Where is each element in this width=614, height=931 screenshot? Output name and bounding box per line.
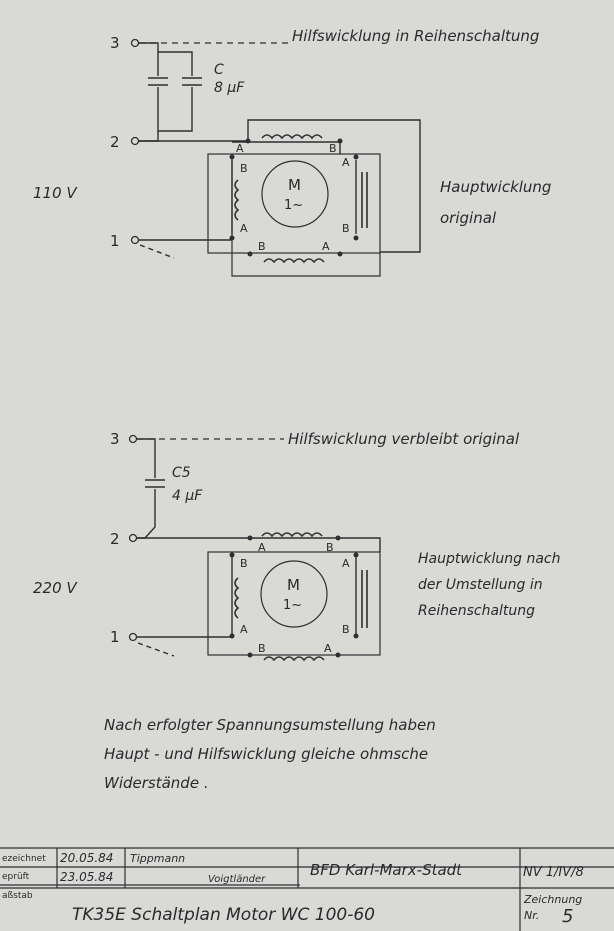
terminal-2-label: 2 [110, 133, 120, 151]
coil-bottom-a: A [324, 642, 332, 655]
motor-circle [260, 560, 328, 628]
note: Nach erfolgter Spannungsumstellung haben… [104, 716, 436, 792]
aux-winding-label: Hilfswicklung verbleibt original [288, 430, 520, 448]
tb-checked-name: Voigtländer [208, 874, 266, 885]
bottom-coil [263, 656, 325, 662]
motor-frame [207, 153, 381, 254]
capacitor-value: 8 µF [214, 80, 245, 96]
coil-top-a: A [258, 541, 266, 554]
capacitor-left [148, 77, 168, 86]
terminal-3-label: 3 [110, 34, 120, 52]
capacitor [145, 479, 165, 488]
terminal-1 [130, 235, 140, 245]
terminal-3 [128, 434, 138, 444]
voltage-label: 110 V [33, 184, 78, 202]
note-line-1: Nach erfolgter Spannungsumstellung haben [104, 716, 436, 734]
coil-left-b: B [240, 162, 248, 175]
coil-bottom-b: B [258, 240, 266, 253]
tb-drawing-label-2: Nr. [524, 909, 539, 922]
coil-right-b: B [342, 222, 350, 235]
tb-scale-label: aßstab [2, 891, 33, 901]
motor-label-m: M [287, 576, 300, 594]
aux-winding-label: Hilfswicklung in Reihenschaltung [292, 27, 539, 45]
main-winding-label-2: der Umstellung in [418, 577, 543, 593]
terminal-3 [130, 38, 140, 48]
title-block: ezeichnet 20.05.84 Tippmann eprüft 23.05… [0, 847, 614, 931]
main-winding-label-1: Hauptwicklung [440, 178, 551, 196]
top-coil [261, 532, 323, 538]
tb-drawing-label-1: Zeichnung [523, 893, 582, 906]
tb-checked-label: eprüft [2, 872, 30, 882]
tb-drawn-date: 20.05.84 [60, 851, 113, 865]
coil-left-a: A [240, 623, 248, 636]
motor-label-phase: 1~ [284, 198, 303, 213]
tb-document-number: NV 1/IV/8 [523, 865, 584, 880]
motor-label-m: M [288, 176, 301, 194]
tb-drawn-label: ezeichnet [2, 854, 46, 864]
top-coil [261, 134, 323, 140]
terminal-1-label: 1 [110, 232, 120, 250]
motor-circle [261, 160, 329, 228]
capacitor-name: C [214, 62, 224, 78]
coil-top-a: A [236, 142, 244, 155]
left-coil [234, 577, 240, 619]
capacitor-name: C5 [172, 465, 191, 481]
coil-right-b: B [342, 623, 350, 636]
terminal-1 [128, 632, 138, 642]
motor-label-phase: 1~ [283, 598, 302, 613]
coil-top-b: B [329, 142, 337, 155]
right-coil [361, 172, 368, 228]
voltage-label: 220 V [33, 579, 78, 597]
coil-bottom-b: B [258, 642, 266, 655]
coil-top-b: B [326, 541, 334, 554]
capacitor-right [182, 77, 202, 86]
coil-left-a: A [240, 222, 248, 235]
main-winding-label-3: Reihenschaltung [418, 603, 535, 619]
terminal-2 [130, 136, 140, 146]
main-winding-label-2: original [440, 209, 497, 227]
coil-bottom-a: A [322, 240, 330, 253]
diagram-110v: 3 2 1 Hilfswicklung in Reihenschaltung C… [33, 27, 551, 277]
cap-bus-top [139, 42, 193, 76]
tb-organization: BFD Karl-Marx-Stadt [310, 861, 463, 879]
coil-left-b: B [240, 557, 248, 570]
terminal-3-label: 3 [110, 430, 120, 448]
note-line-2: Haupt - und Hilfswicklung gleiche ohmsch… [104, 745, 428, 763]
tb-drawn-name: Tippmann [130, 852, 185, 865]
motor-frame [207, 551, 381, 656]
main-winding-label-1: Hauptwicklung nach [418, 551, 561, 567]
diagram-220v: 3 2 1 Hilfswicklung verbleibt original C… [33, 430, 561, 662]
terminal-2 [128, 533, 138, 543]
tb-checked-date: 23.05.84 [60, 870, 113, 884]
capacitor-value: 4 µF [172, 488, 203, 504]
left-coil [234, 179, 240, 221]
terminal-2-label: 2 [110, 530, 120, 548]
tb-title: TK35E Schaltplan Motor WC 100-60 [72, 905, 375, 925]
bottom-coil [263, 258, 325, 264]
coil-right-a: A [342, 557, 350, 570]
right-coil [361, 570, 368, 628]
tb-drawing-number: 5 [562, 906, 573, 927]
note-line-3: Widerstände . [104, 774, 209, 792]
terminal-1-label: 1 [110, 628, 120, 646]
coil-right-a: A [342, 156, 350, 169]
